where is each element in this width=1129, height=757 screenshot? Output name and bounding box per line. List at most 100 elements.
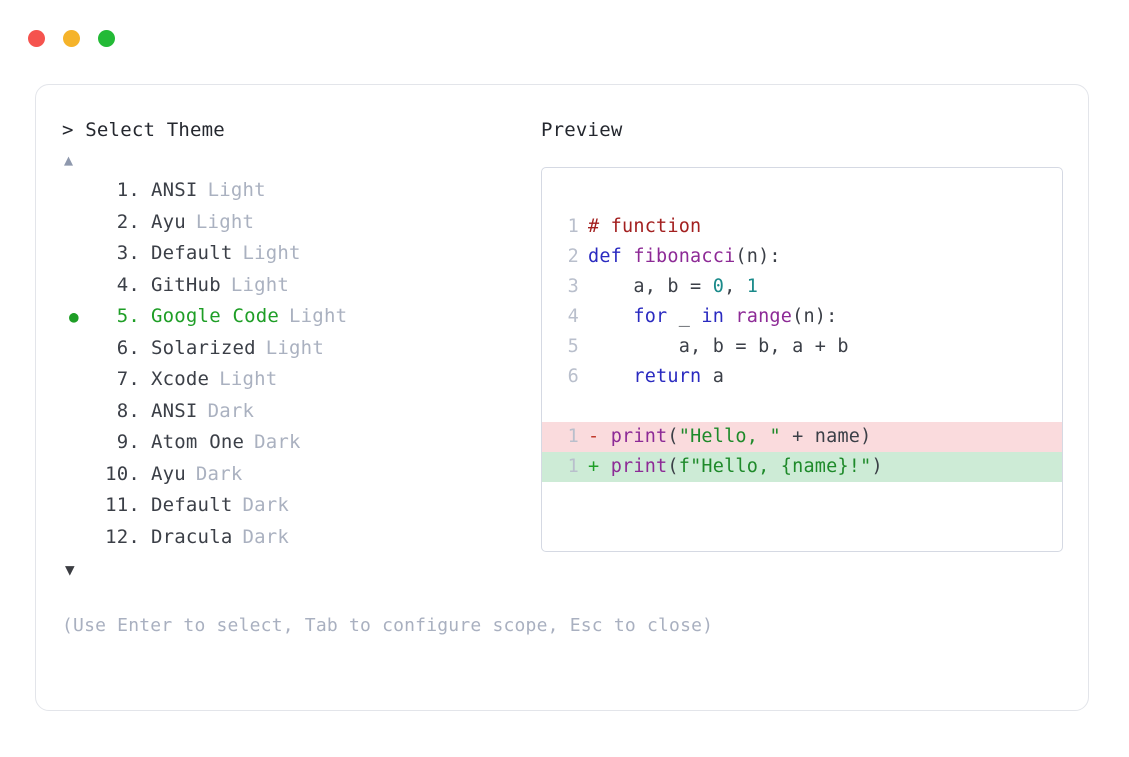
theme-item-number: 9. bbox=[116, 431, 140, 453]
code-line-number: 1 bbox=[567, 216, 579, 237]
selected-bullet-icon: ● bbox=[69, 307, 79, 326]
code-token-plain bbox=[588, 366, 633, 387]
preview-title: Preview bbox=[541, 119, 623, 141]
code-token-num: 1 bbox=[746, 276, 759, 297]
theme-item-name: ANSI bbox=[151, 179, 198, 201]
theme-item-variant: Light bbox=[242, 242, 301, 264]
theme-item-number: 10. bbox=[105, 462, 140, 485]
theme-item-number: 1. bbox=[116, 179, 140, 201]
code-line-number: 4 bbox=[567, 306, 579, 327]
theme-item-variant: Dark bbox=[195, 462, 243, 485]
theme-item-name: Default bbox=[151, 242, 233, 264]
theme-list-item[interactable]: 11. Default Dark bbox=[62, 490, 532, 522]
window-controls bbox=[28, 30, 115, 47]
theme-item-name: Solarized bbox=[151, 336, 256, 359]
code-token-punc: ) bbox=[871, 456, 883, 477]
code-diff-line-del: 1 - print("Hello, " + name) bbox=[542, 422, 1062, 452]
theme-item-name: Atom One bbox=[151, 431, 245, 453]
code-line-text: def fibonacci(n): bbox=[588, 242, 1062, 272]
theme-item-number: 2. bbox=[116, 210, 140, 233]
code-line: 3 a, b = 0, 1 bbox=[542, 272, 1062, 302]
theme-item-variant: Light bbox=[207, 179, 266, 201]
theme-item-variant: Dark bbox=[242, 494, 290, 516]
select-theme-prompt: > Select Theme bbox=[62, 119, 225, 141]
theme-list-item[interactable]: 1. ANSI Light bbox=[62, 175, 532, 207]
theme-item-number: 4. bbox=[116, 273, 140, 296]
code-line-number: 2 bbox=[567, 246, 579, 267]
code-line: 5 a, b = b, a + b bbox=[542, 332, 1062, 362]
theme-item-name: ANSI bbox=[151, 399, 198, 422]
code-line-number: 3 bbox=[567, 276, 579, 297]
maximize-window-dot[interactable] bbox=[98, 30, 115, 47]
code-blank-line bbox=[542, 392, 1062, 422]
code-token-comment: # function bbox=[588, 216, 702, 237]
theme-item-variant: Light bbox=[219, 368, 278, 390]
minimize-window-dot[interactable] bbox=[63, 30, 80, 47]
code-token-fn: print bbox=[610, 456, 668, 477]
code-token-plain: + name) bbox=[780, 426, 872, 447]
theme-item-name: Ayu bbox=[151, 210, 186, 233]
theme-item-number: 6. bbox=[116, 336, 140, 359]
code-token-fn: fibonacci bbox=[633, 246, 736, 267]
code-line-text: - print("Hello, " + name) bbox=[588, 422, 1062, 452]
theme-item-variant: Light bbox=[265, 336, 324, 359]
theme-item-variant: Dark bbox=[207, 399, 255, 422]
code-line-text: + print(f"Hello, {name}!") bbox=[588, 452, 1062, 482]
theme-list-item[interactable]: 6. Solarized Light bbox=[62, 333, 532, 365]
diff-marker-add: + bbox=[588, 456, 611, 477]
code-token-plain: , bbox=[724, 276, 747, 297]
code-line-text: # function bbox=[588, 212, 1062, 242]
code-line: 6 return a bbox=[542, 362, 1062, 392]
theme-item-number: 12. bbox=[105, 525, 140, 548]
code-token-punc: ( bbox=[667, 456, 679, 477]
code-token-str: f"Hello, {name}!" bbox=[678, 456, 872, 477]
theme-item-variant: Dark bbox=[242, 525, 290, 548]
code-line-number: 1 bbox=[567, 426, 579, 447]
code-line-number: 1 bbox=[567, 456, 579, 477]
code-token-punc: (n): bbox=[735, 246, 781, 267]
code-line: 4 for _ in range(n): bbox=[542, 302, 1062, 332]
code-token-fn: print bbox=[610, 426, 668, 447]
theme-item-variant: Light bbox=[195, 210, 255, 233]
code-token-num: 0 bbox=[712, 276, 725, 297]
code-diff-line-add: 1 + print(f"Hello, {name}!") bbox=[542, 452, 1062, 482]
theme-item-name: Default bbox=[151, 494, 233, 516]
theme-item-number: 8. bbox=[116, 399, 140, 422]
code-token-kw: in bbox=[701, 306, 725, 327]
scroll-up-arrow[interactable]: ▲ bbox=[64, 151, 74, 169]
code-token-str: "Hello, " bbox=[678, 426, 781, 447]
code-token-plain: _ bbox=[667, 306, 702, 327]
code-token-punc: (n): bbox=[792, 306, 838, 327]
theme-list-item[interactable]: 10. Ayu Dark bbox=[62, 459, 532, 491]
close-window-dot[interactable] bbox=[28, 30, 45, 47]
code-line: 1 # function bbox=[542, 212, 1062, 242]
code-token-plain: a, b = b, a + b bbox=[588, 336, 849, 357]
theme-item-variant: Light bbox=[289, 305, 348, 327]
code-line-text: a, b = b, a + b bbox=[588, 332, 1062, 362]
theme-list-item[interactable]: 2. Ayu Light bbox=[62, 207, 532, 239]
theme-list-item[interactable]: 8. ANSI Dark bbox=[62, 396, 532, 428]
code-token-kw: def bbox=[588, 246, 634, 267]
scroll-down-arrow[interactable]: ▼ bbox=[65, 560, 75, 579]
theme-item-variant: Light bbox=[230, 273, 290, 296]
keyboard-hint: (Use Enter to select, Tab to configure s… bbox=[62, 615, 714, 636]
theme-item-number: 11. bbox=[105, 494, 140, 516]
code-line: 2 def fibonacci(n): bbox=[542, 242, 1062, 272]
code-token-plain: a bbox=[701, 366, 725, 387]
theme-item-number: 5. bbox=[116, 305, 140, 327]
theme-list-item[interactable]: 4. GitHub Light bbox=[62, 270, 532, 302]
diff-marker-del: - bbox=[588, 426, 611, 447]
theme-item-name: GitHub bbox=[151, 273, 221, 296]
theme-item-name: Ayu bbox=[151, 462, 186, 485]
code-line-number: 5 bbox=[567, 336, 579, 357]
